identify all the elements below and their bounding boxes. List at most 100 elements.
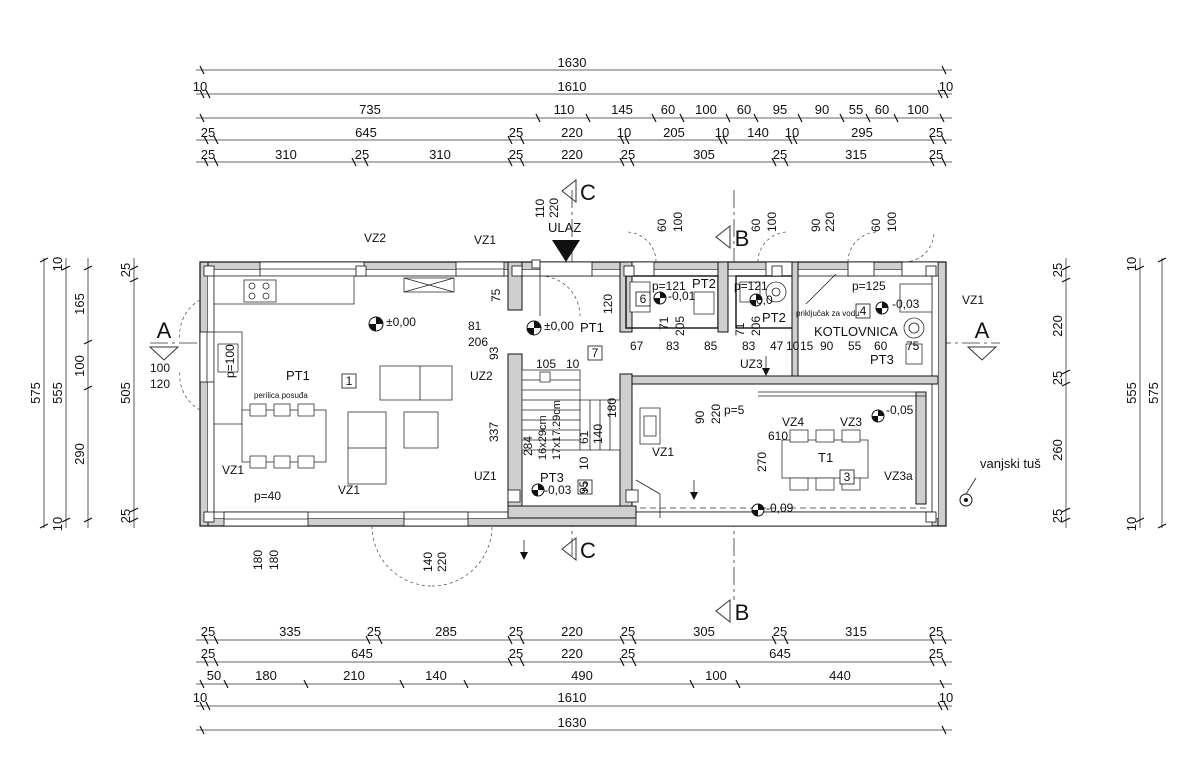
dim-label: 140 (591, 424, 605, 444)
room-label-kotlovnica: KOTLOVNICA (814, 324, 898, 339)
room-label-pt1-hall: PT1 (580, 320, 604, 335)
dim-label: 295 (851, 125, 873, 140)
level-value: ±0,00 (386, 315, 416, 329)
dim-label: 575 (28, 382, 43, 404)
dim-label: 55 (849, 102, 863, 117)
level-value: -0,09 (766, 501, 794, 515)
room-label-pt2-wc: PT2 (692, 276, 716, 291)
dim-label: 10 (939, 79, 953, 94)
window-code: VZ1 (338, 483, 360, 497)
dim-label: 645 (769, 646, 791, 661)
window-code: VZ1 (222, 463, 244, 477)
dim-label: 100 (885, 212, 899, 232)
dim-label: 25 (118, 263, 133, 277)
dim-label: 75 (906, 339, 920, 353)
dim-label: 120 (601, 294, 615, 314)
dim-label: 25 (355, 147, 369, 162)
dim-label: 25 (1050, 509, 1065, 523)
dim-label: 25 (773, 147, 787, 162)
dim-label: 15 (800, 339, 814, 353)
dim-label: 25 (1050, 263, 1065, 277)
staircase (521, 369, 621, 451)
dim-label: 10 (786, 339, 800, 353)
dim-label: 205 (673, 316, 687, 336)
dim-label: 140 (421, 552, 435, 572)
dim-label: 67 (630, 339, 644, 353)
parapet-labels: p=100 p=40 p=121 p=121 p=125 p=5 (223, 279, 886, 503)
columns (203, 259, 937, 523)
dim-total-bottom: 1630 (558, 715, 587, 730)
dim-label: 60 (869, 218, 883, 232)
dim-label: 206 (468, 335, 488, 349)
section-marker-a-left: A (148, 318, 180, 361)
left-window (199, 331, 215, 383)
outdoor-shower-marker (959, 477, 977, 507)
dim-label: 220 (561, 147, 583, 162)
window-codes: VZ2 VZ1 VZ1 VZ1 VZ1 VZ1 UZ2 UZ1 UZ3 VZ4 … (222, 231, 984, 497)
dim-label: 220 (823, 212, 837, 232)
dim-label: 10 (577, 456, 591, 470)
dim-label: 25 (509, 147, 523, 162)
dim-label: 120 (150, 377, 170, 391)
level-value: ±0,00 (544, 319, 574, 333)
dim-label: 25 (773, 624, 787, 639)
dim-label: 81 (468, 319, 482, 333)
dim-label: 25 (621, 624, 635, 639)
dim-label: 95 (773, 102, 787, 117)
dim-label: 71 (733, 322, 747, 336)
window-code: VZ1 (962, 293, 984, 307)
dim-label: 60 (874, 339, 888, 353)
room-number: 4 (860, 304, 867, 318)
dim-label: 100 (671, 212, 685, 232)
dim-label: 100 (695, 102, 717, 117)
dim-label: 25 (201, 624, 215, 639)
room-number: 3 (844, 470, 851, 484)
section-marker-c-top: C (561, 178, 596, 205)
dim-label: 71 (657, 316, 671, 330)
dim-label: 180 (251, 550, 265, 570)
dim-label: 220 (435, 552, 449, 572)
dim-label: 145 (611, 102, 633, 117)
window-code: VZ1 (652, 445, 674, 459)
dim-label: 645 (351, 646, 373, 661)
slope-arrows (520, 356, 770, 560)
dim-label: 110 (533, 199, 547, 218)
dim-label: 205 (663, 125, 685, 140)
room-number: 7 (592, 346, 599, 360)
dim-label: 140 (425, 668, 447, 683)
dim-label: 315 (845, 624, 867, 639)
stair-labels: 16x29cm 17x17.29cm (537, 400, 563, 460)
dim-label: 25 (367, 624, 381, 639)
dim-label: 220 (547, 198, 561, 218)
dim-label: 337 (487, 422, 501, 442)
dim-label: 105 (536, 357, 556, 371)
dim-label: 315 (845, 147, 867, 162)
dim-label: 220 (561, 646, 583, 661)
bottom-windows (223, 507, 933, 527)
window-code: UZ1 (474, 469, 497, 483)
kitchen-furniture (213, 275, 455, 485)
dim-label: 310 (429, 147, 451, 162)
parapet-value: p=5 (724, 403, 745, 417)
dim-label: 25 (118, 509, 133, 523)
dim-label: 180 (605, 398, 619, 418)
dim-label: 10 (566, 357, 580, 371)
dim-label: 210 (343, 668, 365, 683)
dim-label: 305 (693, 147, 715, 162)
dim-label: 85 (704, 339, 718, 353)
dim-label: 25 (201, 147, 215, 162)
dim-label: 25 (201, 646, 215, 661)
dim-label: 90 (693, 410, 707, 424)
stair-size-b: 17x17.29cm (551, 400, 563, 460)
dim-label: 285 (435, 624, 457, 639)
parapet-value: p=100 (223, 344, 237, 378)
dim-label: 505 (118, 382, 133, 404)
dim-label: 25 (509, 624, 523, 639)
dim-label: 90 (815, 102, 829, 117)
dim-total-top: 1630 (558, 55, 587, 70)
dim-label: 25 (929, 125, 943, 140)
dim-label: 100 (150, 361, 170, 375)
window-code: VZ3a (884, 469, 913, 483)
room-label-t1: T1 (818, 450, 833, 465)
dim-label: 220 (1050, 315, 1065, 337)
